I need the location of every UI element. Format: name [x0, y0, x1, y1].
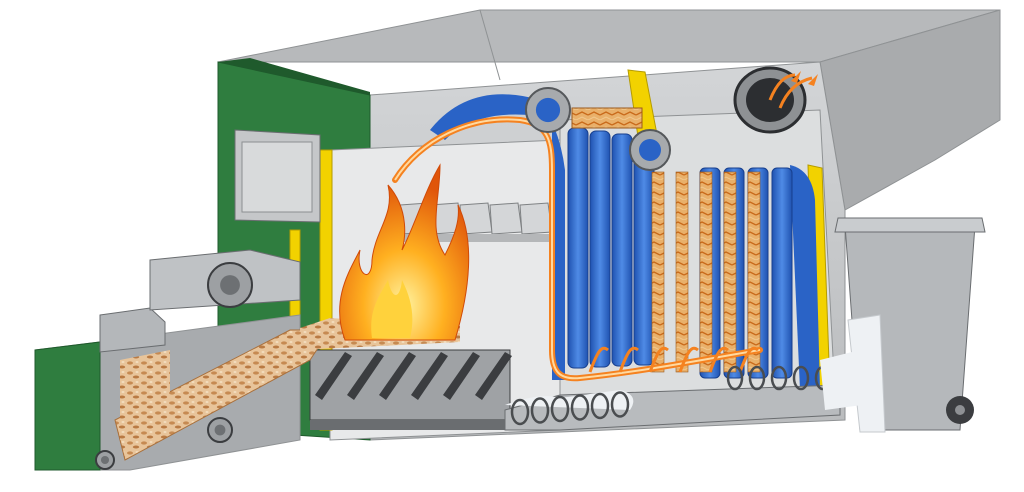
exchanger-tube [723, 171, 737, 373]
combustion-flame [339, 163, 470, 341]
grate-base [310, 420, 510, 430]
flow-arrow [678, 346, 699, 373]
drive-motor [207, 262, 253, 308]
flue-arrow [778, 76, 813, 109]
grate-bar [443, 352, 480, 400]
flange-bore [639, 139, 661, 161]
auger-flight [792, 365, 810, 391]
auger-flight [530, 397, 550, 424]
arch-brick [519, 202, 553, 235]
exchanger-tube-top [571, 107, 643, 129]
flame-core [371, 280, 413, 338]
flue-arrow-head [791, 71, 801, 83]
grate-bar [411, 352, 448, 400]
flue-gas-path [392, 116, 763, 382]
arch-brick [489, 202, 523, 235]
flow-arrow [588, 346, 609, 373]
pipe-flanges [525, 87, 671, 171]
bin-lid [834, 217, 986, 233]
flue-arrow [768, 73, 796, 101]
grate-bar [379, 352, 416, 400]
front-panel-edge [218, 58, 370, 95]
grate-bar [315, 352, 352, 400]
auger-flight [726, 365, 744, 391]
fuel-hopper [99, 307, 166, 353]
grate-bar [475, 352, 512, 400]
wood-chips-pile [120, 350, 170, 440]
auger-flight [570, 394, 590, 421]
bin-axle [955, 405, 965, 415]
flame-icon [339, 163, 470, 341]
auger-flight [748, 365, 766, 391]
motor-hub [220, 275, 240, 295]
ash-spill [820, 350, 862, 410]
water-tube-panel [611, 133, 633, 367]
exchanger-tube [675, 171, 689, 373]
feed-motor [95, 450, 115, 470]
water-tube-panel [771, 167, 793, 379]
control-panel [241, 141, 313, 213]
water-jacket [430, 94, 820, 390]
flue-arrow-head [808, 74, 818, 86]
flow-arrow [738, 346, 759, 373]
flow-arrow [648, 346, 669, 373]
flue-outlet [733, 66, 818, 134]
auger-flight [590, 392, 610, 420]
ash-auger [504, 365, 841, 431]
auger-flight [770, 365, 788, 391]
water-tube-panel [567, 127, 589, 369]
auger-motor [207, 417, 233, 443]
flange-bore [535, 97, 561, 123]
water-tube-panel [633, 136, 655, 366]
flow-arrow [708, 346, 729, 373]
exchanger-tube [699, 171, 713, 373]
flange [525, 87, 571, 133]
jacket-right [790, 165, 820, 390]
heat-exchanger-tubes [571, 107, 761, 373]
flange [629, 129, 671, 171]
exchanger-tube [651, 171, 665, 373]
fuel-feed [34, 129, 460, 471]
exchanger-tube [747, 171, 761, 373]
auger-flight [610, 391, 630, 418]
flow-arrow [618, 346, 639, 373]
auger-flight [510, 398, 530, 426]
casing-seam [479, 9, 501, 81]
auger-flight [550, 395, 570, 423]
arch-lintel [390, 234, 550, 242]
motor-hub [100, 455, 110, 465]
grate-bar [347, 352, 384, 400]
jacket-arch-left [430, 94, 552, 140]
moving-grate [309, 349, 512, 430]
flow-highlight [394, 118, 761, 380]
ash-bin [820, 217, 986, 433]
water-tube-panel [589, 130, 611, 368]
feed-green-panel [34, 341, 101, 471]
motor-hub [214, 424, 226, 436]
